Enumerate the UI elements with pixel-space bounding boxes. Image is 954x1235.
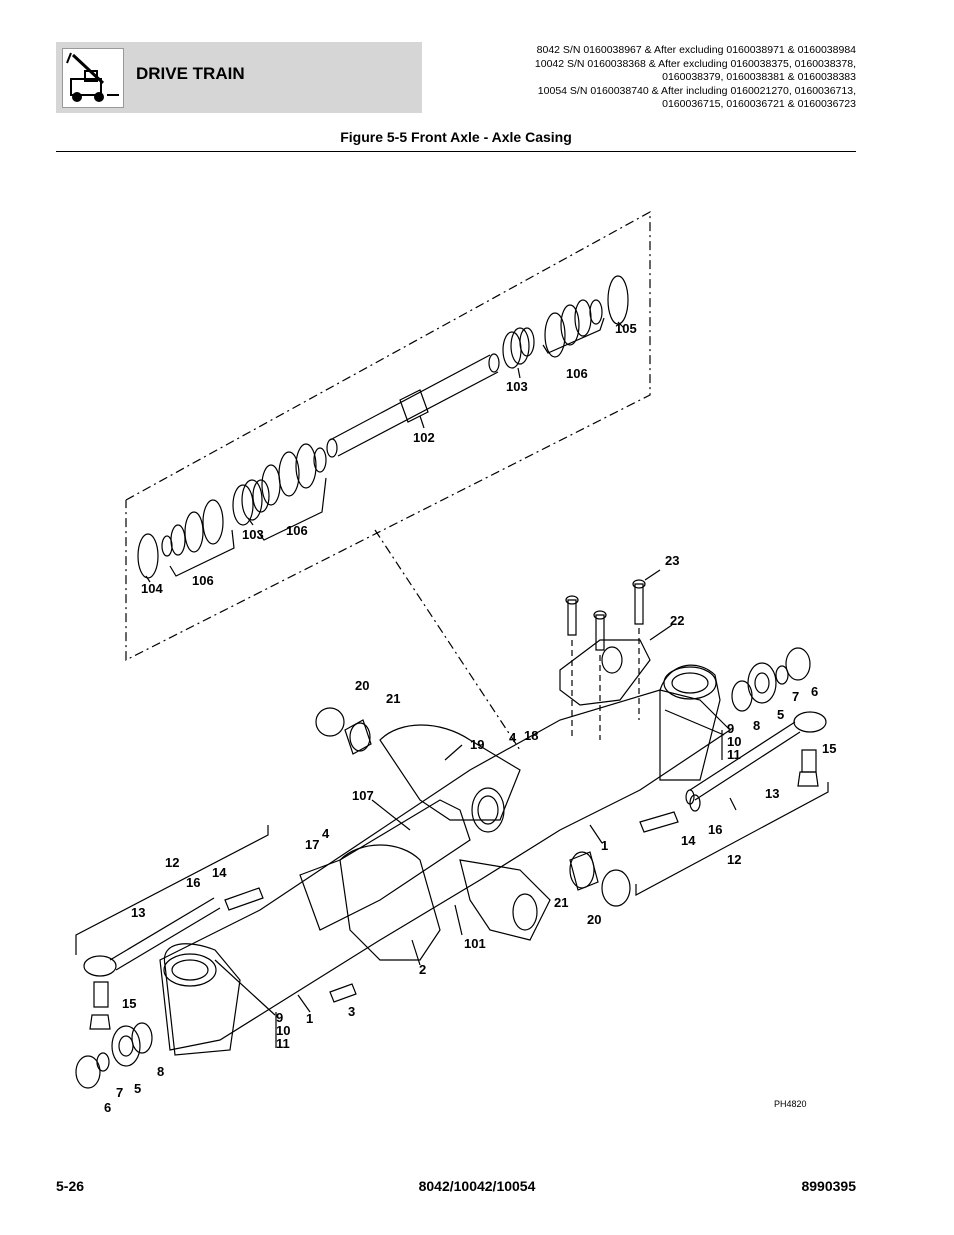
callout-15: 15 [822, 741, 836, 756]
serial-line: 0160038379, 0160038381 & 0160038383 [662, 71, 856, 83]
callout-1: 1 [306, 1011, 313, 1026]
end-cap-105 [607, 275, 629, 325]
callout-14: 14 [681, 833, 696, 848]
callout-107: 107 [352, 788, 374, 803]
callout-106: 106 [286, 523, 308, 538]
telehandler-icon [62, 48, 124, 108]
serial-applicability: 8042 S/N 0160038967 & After excluding 01… [456, 44, 856, 112]
document-number: 8990395 [801, 1178, 856, 1194]
callout-1: 1 [601, 838, 608, 853]
figure-title: Figure 5-5 Front Axle - Axle Casing [340, 129, 572, 145]
serial-line: 0160036715, 0160036721 & 0160036723 [662, 98, 856, 110]
serial-line: 8042 S/N 0160038967 & After excluding 01… [536, 44, 856, 56]
callout-102: 102 [413, 430, 435, 445]
end-cap-104 [137, 533, 159, 579]
callout-3: 3 [348, 1004, 355, 1019]
piston-upper [502, 327, 535, 369]
callout-9: 9 [727, 721, 734, 736]
callout-6: 6 [811, 684, 818, 699]
callout-18: 18 [524, 728, 538, 743]
callout-22: 22 [670, 613, 684, 628]
callout-14: 14 [212, 865, 227, 880]
serial-line: 10042 S/N 0160038368 & After excluding 0… [534, 57, 856, 70]
callout-10: 10 [727, 734, 741, 749]
callout-20: 20 [355, 678, 369, 693]
callout-12: 12 [727, 852, 741, 867]
tie-rod-right [685, 711, 827, 805]
callout-19: 19 [470, 737, 484, 752]
tie-rod-left [83, 897, 221, 1030]
page-number: 5-26 [56, 1178, 85, 1194]
callout-13: 13 [765, 786, 779, 801]
model-numbers: 8042/10042/10054 [418, 1178, 536, 1194]
piston-lower [232, 479, 270, 526]
callout-15: 15 [122, 996, 136, 1011]
callout-21: 21 [386, 691, 400, 706]
callout-11: 11 [727, 747, 741, 762]
callout-6: 6 [104, 1100, 111, 1115]
cylinder-rod [326, 353, 500, 458]
callout-105: 105 [615, 321, 637, 336]
callout-103: 103 [506, 379, 528, 394]
callout-20: 20 [587, 912, 601, 927]
detail-frame [125, 210, 651, 661]
pivot-bolts [567, 583, 644, 651]
callout-10: 10 [276, 1023, 290, 1038]
callout-17: 17 [305, 837, 319, 852]
callout-7: 7 [116, 1085, 123, 1100]
exploded-axle-diagram: 105 106 103 102 103 106 106 104 23 22 20… [75, 210, 836, 1115]
header-banner: DRIVE TRAIN [56, 42, 422, 113]
callout-2: 2 [419, 962, 426, 977]
callout-101: 101 [464, 936, 486, 951]
callout-labels: 105 106 103 102 103 106 106 104 23 22 20… [104, 321, 836, 1115]
callout-106: 106 [192, 573, 214, 588]
callout-16: 16 [186, 875, 200, 890]
serial-line: 10054 S/N 0160038740 & After including 0… [537, 84, 856, 97]
callout-23: 23 [665, 553, 679, 568]
callout-103: 103 [242, 527, 264, 542]
callout-11: 11 [276, 1036, 290, 1051]
header-rule [56, 151, 856, 152]
ph-code: PH4820 [774, 1099, 807, 1109]
callout-4: 4 [322, 826, 330, 841]
callout-7: 7 [792, 689, 799, 704]
callout-13: 13 [131, 905, 145, 920]
callout-5: 5 [134, 1081, 141, 1096]
callout-106: 106 [566, 366, 588, 381]
callout-5: 5 [777, 707, 784, 722]
section-title: DRIVE TRAIN [136, 64, 245, 83]
callout-8: 8 [753, 718, 760, 733]
callout-16: 16 [708, 822, 722, 837]
callout-104: 104 [141, 581, 163, 596]
callout-9: 9 [276, 1010, 283, 1025]
axle-housing [159, 639, 731, 1056]
callout-4: 4 [509, 730, 517, 745]
callout-21: 21 [554, 895, 568, 910]
callout-12: 12 [165, 855, 179, 870]
callout-8: 8 [157, 1064, 164, 1079]
